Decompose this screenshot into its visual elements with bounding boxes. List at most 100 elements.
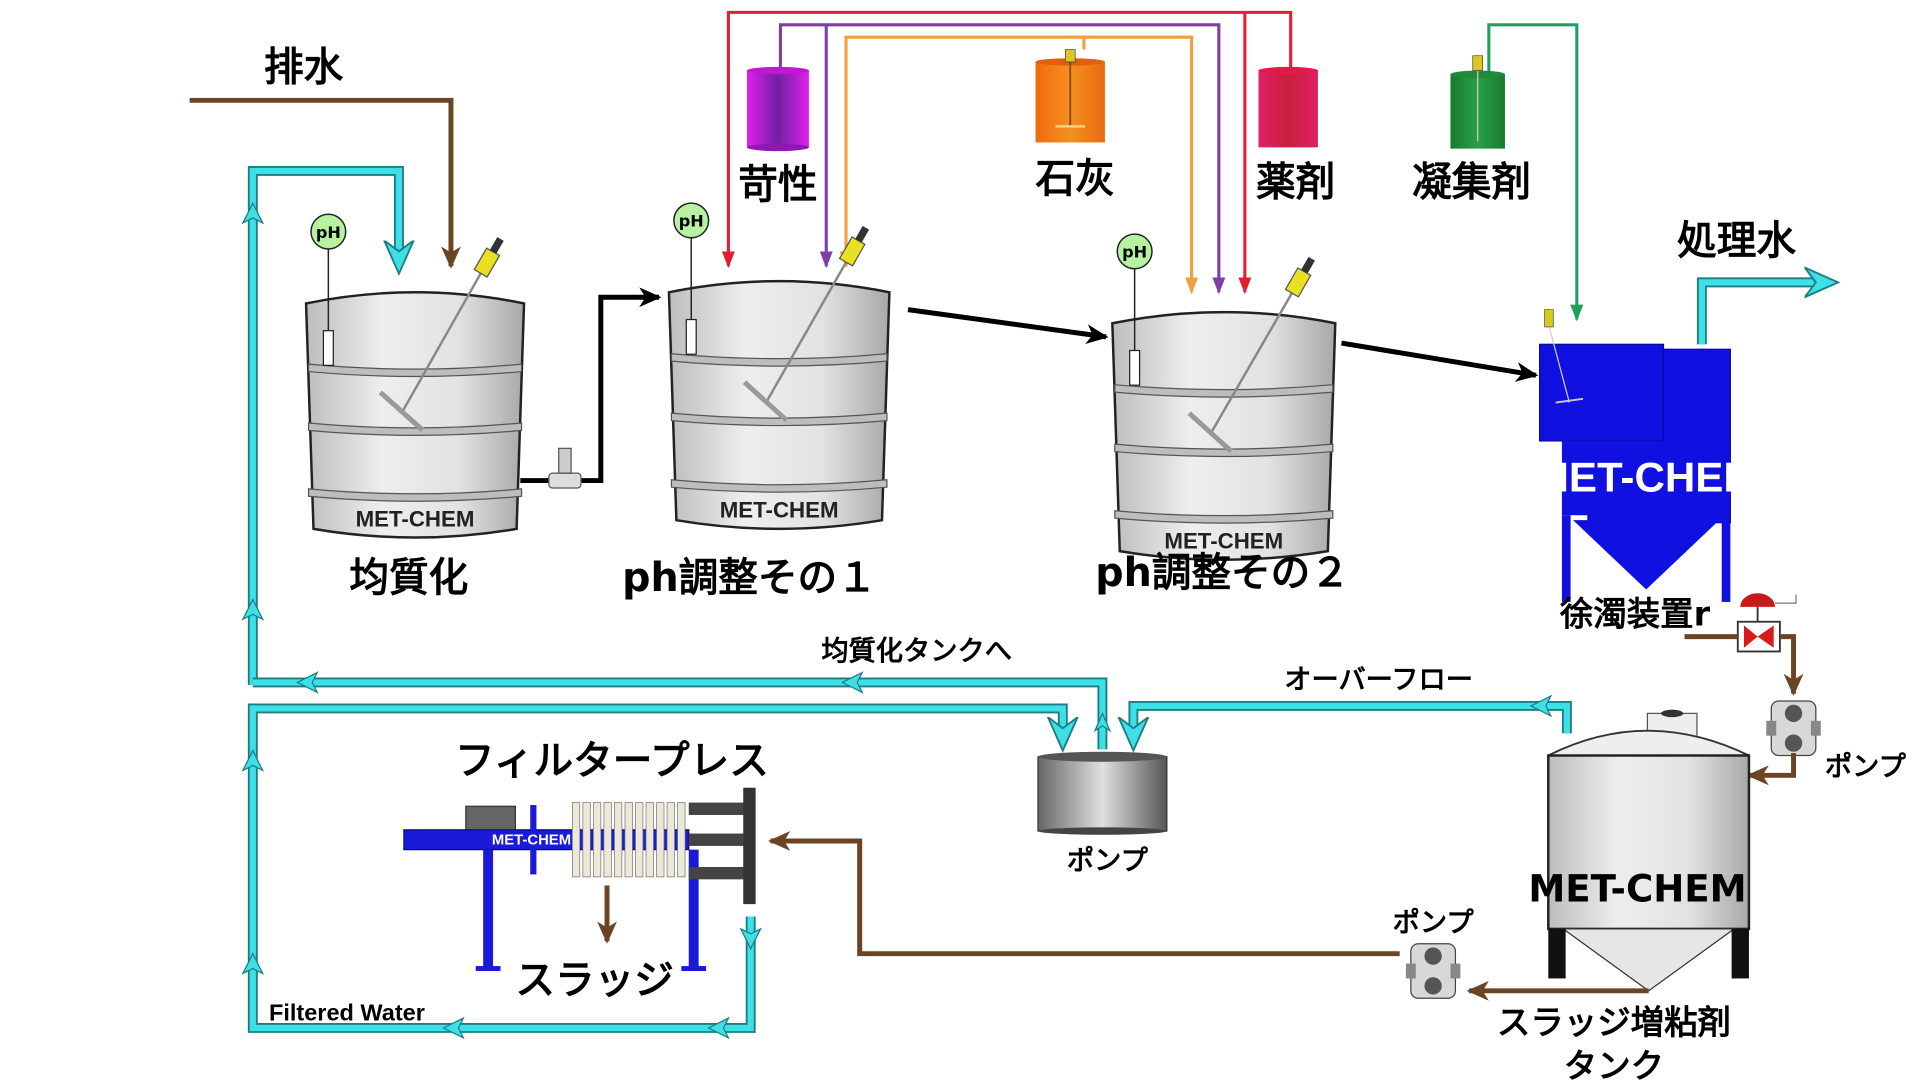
sump-pump <box>1037 751 1168 835</box>
overflow-label: オーバーフロー <box>1284 665 1473 696</box>
filter-plate <box>571 802 581 878</box>
caustic-line <box>778 23 1226 295</box>
return-pipe <box>252 679 1106 750</box>
thickener-label-line1: スラッジ増粘剤 <box>1497 1003 1731 1042</box>
coagulant-drum: 凝集剤 <box>1412 55 1531 206</box>
mixer-cap <box>1301 256 1315 274</box>
equalization-label: 均質化 <box>349 555 468 601</box>
tank-band <box>307 422 523 436</box>
flow-arrow-icon <box>707 1016 730 1040</box>
sump-pump-label: ポンプ <box>1067 845 1149 876</box>
ph-adjust-tank-1: MET-CHEM pH <box>667 202 891 531</box>
tank-brand: MET-CHEM <box>720 498 839 523</box>
tank-band <box>307 363 523 378</box>
pump-chamber <box>1784 734 1803 752</box>
tank-band <box>307 488 523 502</box>
filter-plate <box>624 802 633 878</box>
flow-arrow-icon <box>1093 711 1112 733</box>
inlet-pipe <box>189 97 461 269</box>
ph-probe <box>322 330 334 366</box>
inlet-label: 排水 <box>264 45 344 91</box>
filter-plate <box>666 802 675 878</box>
return-line-label: 均質化タンクへ <box>821 636 1012 667</box>
pump-chamber <box>1784 704 1803 723</box>
filter-plate <box>635 802 644 878</box>
diaphragm-pump-icon <box>1405 943 1461 999</box>
filtered-water-pipe <box>249 705 1063 1032</box>
tank-band <box>1114 384 1334 398</box>
pump-port <box>1450 963 1461 979</box>
flow-arrow-icon <box>442 1016 465 1040</box>
thickener-brand: MET-CHEM <box>1528 868 1746 911</box>
recycle-pipe-top <box>241 165 399 685</box>
coagulant-line <box>1487 23 1584 322</box>
filter-plate <box>593 802 602 878</box>
filter-plate <box>677 802 686 878</box>
agitator-shaft <box>1210 281 1300 433</box>
pump-thickener-label: ポンプ <box>1393 907 1475 938</box>
pump-port <box>1405 963 1416 979</box>
filter-press: MET-CHEM <box>403 787 756 972</box>
sludge-thickener-tank: MET-CHEM <box>1528 709 1751 992</box>
filter-plate <box>645 802 654 878</box>
flow-arrow-icon <box>739 927 762 951</box>
coagulant-label: 凝集剤 <box>1412 160 1531 206</box>
sludge-label: スラッジ <box>515 957 674 1003</box>
pump-chamber <box>1424 977 1442 995</box>
ph-sensor-label: pH <box>679 212 704 231</box>
treated-water-pipe <box>1698 282 1831 345</box>
filter-press-brand: MET-CHEM <box>492 833 571 849</box>
clarifier-brand: MET-CHEM <box>1534 454 1759 501</box>
diaphragm-pump-icon <box>1766 700 1821 757</box>
mixer-cap <box>489 237 504 254</box>
transfer-pipe-2 <box>907 307 1109 344</box>
lime-line <box>1082 35 1199 295</box>
filter-plates <box>571 802 686 878</box>
chemical-line-red <box>721 10 1293 269</box>
agitator-shaft <box>401 261 488 412</box>
ph-sensor-icon <box>310 213 347 250</box>
mixer-icon <box>1064 49 1076 63</box>
flow-arrow-icon <box>241 598 265 621</box>
ph-sensor-icon <box>673 202 710 239</box>
lime-drum: 石灰 <box>1035 49 1115 202</box>
lime-line-branch <box>839 35 1084 269</box>
tank-band <box>670 412 888 427</box>
tank-band <box>670 353 888 367</box>
ph1-label: ph調整その１ <box>622 555 877 601</box>
flow-arrow-icon <box>241 952 265 975</box>
mixer-icon <box>1472 55 1483 71</box>
agitator-blade <box>1187 411 1233 454</box>
chemical-drum: 薬剤 <box>1256 66 1335 206</box>
tank-band <box>670 479 888 493</box>
thickener-label-line2: タンク <box>1564 1047 1664 1080</box>
flow-meter-icon <box>548 447 582 489</box>
ph-probe <box>1129 349 1141 386</box>
chemical-label: 薬剤 <box>1256 160 1335 206</box>
overflow-pipe <box>1133 702 1570 743</box>
clarifier-label: 徐濁装置r <box>1559 594 1711 633</box>
filter-plate <box>582 802 591 878</box>
press-feed-pipe <box>768 831 1400 957</box>
filter-plate <box>603 802 612 878</box>
tank-band <box>1114 510 1334 524</box>
transfer-pipe-3 <box>1341 340 1539 382</box>
pump-to-thickener-pipe <box>1746 753 1797 786</box>
agitator-blade <box>742 380 789 423</box>
flow-arrow-icon <box>241 201 265 225</box>
ph-probe <box>685 318 697 355</box>
agitator-blade <box>378 390 425 432</box>
tank-body <box>667 279 891 531</box>
tank-brand: MET-CHEM <box>1164 529 1283 554</box>
transfer-pipe-1 <box>520 287 662 484</box>
control-valve-icon <box>1736 593 1797 653</box>
flow-arrow-icon <box>840 671 864 694</box>
pump-chamber <box>1424 947 1442 965</box>
agitator-shaft <box>765 250 854 402</box>
flow-arrow-icon <box>296 671 319 694</box>
lime-label: 石灰 <box>1036 156 1115 202</box>
pump-port <box>1766 720 1777 736</box>
